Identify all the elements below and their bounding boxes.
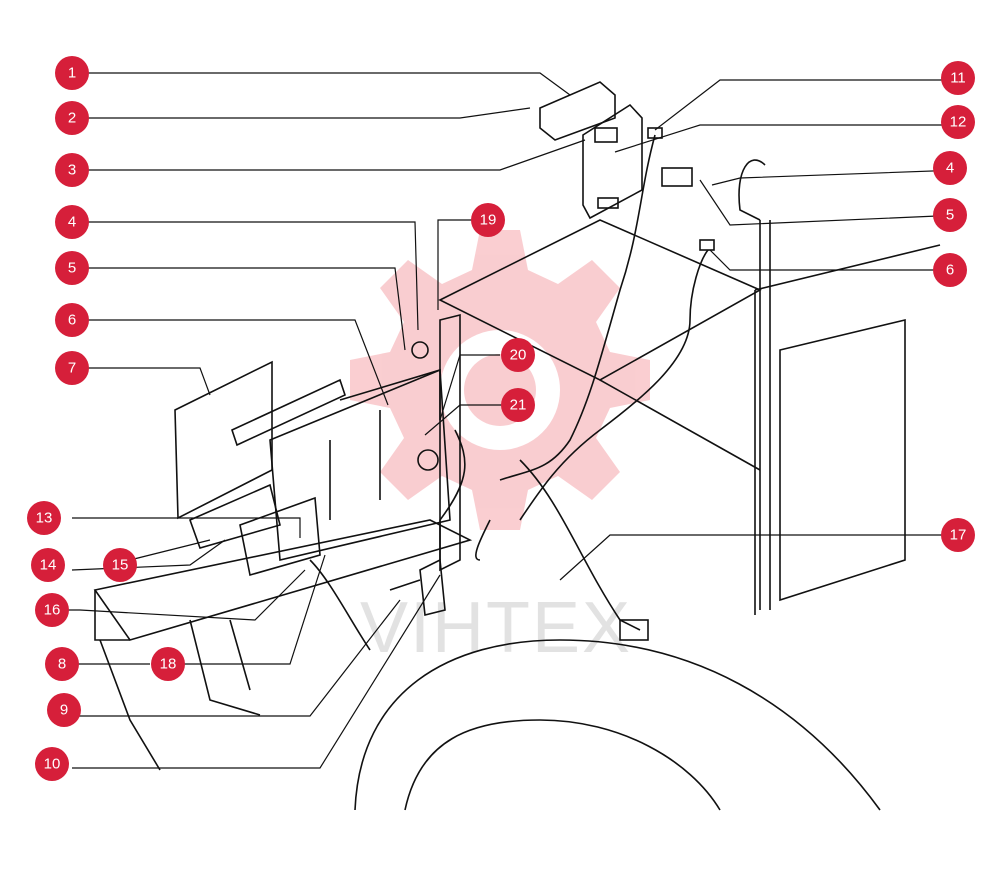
callout-12: 12 [941, 105, 975, 139]
svg-text:1: 1 [68, 65, 76, 82]
callout-2: 2 [55, 101, 89, 135]
callout-10: 10 [35, 747, 69, 781]
callout-15: 15 [103, 548, 137, 582]
callout-4: 4 [55, 205, 89, 239]
callout-17: 17 [941, 518, 975, 552]
svg-text:4: 4 [946, 160, 954, 177]
svg-text:14: 14 [40, 557, 57, 574]
svg-text:7: 7 [68, 360, 76, 377]
svg-text:9: 9 [60, 702, 68, 719]
watermark-gear-icon [350, 230, 650, 530]
callout-5-right: 5 [933, 198, 967, 232]
callout-14: 14 [31, 548, 65, 582]
callouts-left: 1 2 3 4 5 6 7 13 14 15 16 8 18 9 10 [27, 56, 185, 781]
svg-text:2: 2 [68, 110, 76, 127]
callout-16: 16 [35, 593, 69, 627]
svg-text:5: 5 [946, 207, 954, 224]
callout-6: 6 [55, 303, 89, 337]
callout-19: 19 [471, 203, 505, 237]
svg-text:10: 10 [44, 756, 61, 773]
svg-text:6: 6 [946, 262, 954, 279]
callout-7: 7 [55, 351, 89, 385]
svg-text:12: 12 [950, 114, 967, 131]
callout-4-right: 4 [933, 151, 967, 185]
svg-text:6: 6 [68, 312, 76, 329]
callout-5: 5 [55, 251, 89, 285]
callout-1: 1 [55, 56, 89, 90]
svg-text:17: 17 [950, 527, 967, 544]
watermark-text: VIHTEX [360, 588, 632, 668]
svg-text:20: 20 [510, 347, 527, 364]
callout-6-right: 6 [933, 253, 967, 287]
svg-text:16: 16 [44, 602, 61, 619]
callouts-center: 19 20 21 [471, 203, 535, 422]
svg-text:13: 13 [36, 510, 53, 527]
callout-3: 3 [55, 153, 89, 187]
svg-text:18: 18 [160, 656, 177, 673]
svg-text:5: 5 [68, 260, 76, 277]
callout-13: 13 [27, 501, 61, 535]
svg-text:8: 8 [58, 656, 66, 673]
svg-text:3: 3 [68, 162, 76, 179]
callout-11: 11 [941, 61, 975, 95]
callout-9: 9 [47, 693, 81, 727]
callout-8: 8 [45, 647, 79, 681]
machine-line-art [93, 81, 941, 811]
svg-text:4: 4 [68, 214, 76, 231]
svg-text:11: 11 [950, 70, 966, 87]
callout-18: 18 [151, 647, 185, 681]
callout-20: 20 [501, 338, 535, 372]
callouts-right: 11 12 4 5 6 17 [933, 61, 975, 552]
svg-text:15: 15 [112, 557, 129, 574]
svg-text:19: 19 [480, 212, 497, 229]
callout-21: 21 [501, 388, 535, 422]
svg-text:21: 21 [510, 397, 527, 414]
